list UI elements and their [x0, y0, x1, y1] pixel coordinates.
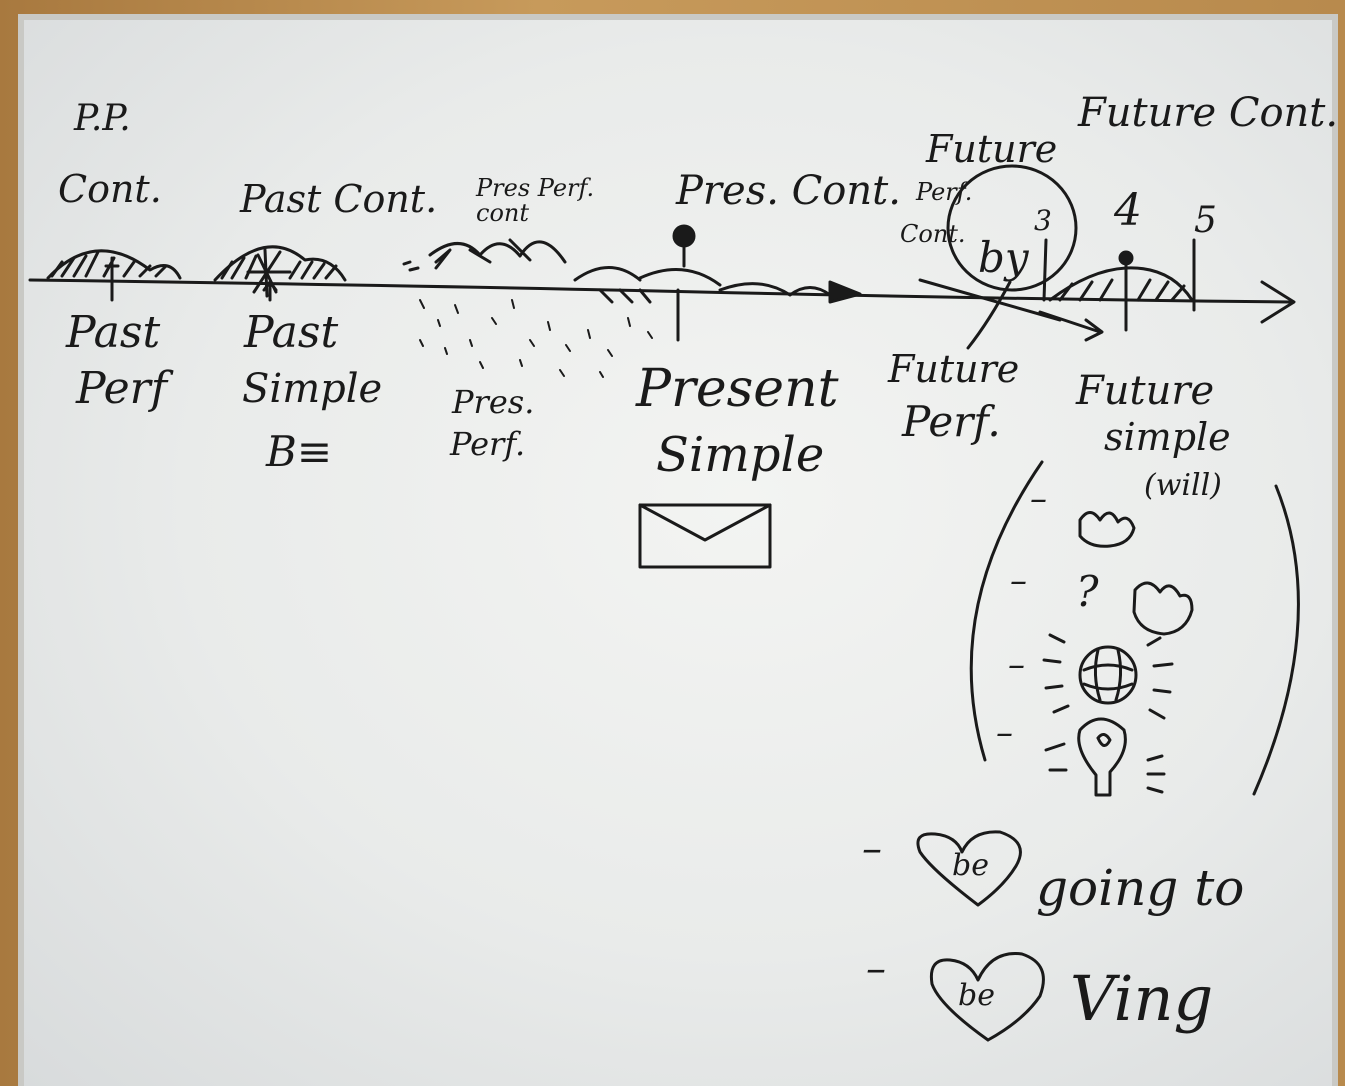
lightbulb-icon [1044, 717, 1166, 797]
label-past-perf-1: Past [66, 307, 161, 358]
label-future-perf-cont-3: Cont. [900, 220, 966, 248]
label-future-simple-2: simple [1104, 415, 1231, 459]
label-past-simple-1: Past [244, 307, 339, 358]
heart-be-2: be [958, 978, 995, 1013]
label-pp: P.P. [74, 98, 131, 139]
future-perf-cont-circle [946, 164, 1078, 292]
question-mark: ? [1076, 567, 1099, 616]
label-future-simple-1: Future [1076, 368, 1215, 414]
use-dash-3: – [1008, 645, 1025, 685]
mark-3 [1042, 238, 1048, 302]
label-pres-perf-cont: Pres Perf. cont [476, 174, 595, 228]
past-simple-star [246, 248, 292, 298]
label-pres-perf-1: Pres. [452, 383, 535, 421]
label-past-cont: Past Cont. [240, 177, 438, 221]
past-cont-hatch [213, 245, 347, 302]
mark-by: by [978, 233, 1029, 282]
label-pres-cont: Pres. Cont. [676, 168, 901, 214]
future-cont-hatch [1048, 266, 1194, 302]
use-dash-4: – [996, 713, 1013, 753]
ving-label: Ving [1070, 962, 1214, 1035]
label-pp-cont: Cont. [58, 167, 162, 211]
mark-4 [1118, 250, 1134, 332]
question-hand-icon [1132, 581, 1194, 636]
whiteboard-surface [18, 14, 1338, 1086]
label-past-perf-2: Perf [76, 363, 167, 414]
envelope-icon [638, 503, 772, 569]
mark-3-label: 3 [1034, 204, 1052, 237]
label-future-perf-1: Future [888, 347, 1020, 391]
going-to-label: going to [1036, 859, 1245, 917]
pres-cont-marker [598, 224, 862, 342]
form-dash-2: – [866, 946, 886, 992]
label-future-perf-cont-2: Perf. [916, 178, 973, 206]
form-dash-1: – [862, 826, 882, 872]
timeline-arrowhead [1260, 280, 1296, 324]
future-simple-bracket-left [969, 460, 1044, 762]
label-pres-perf-2: Perf. [450, 425, 526, 463]
label-future-perf-cont-1: Future [926, 127, 1058, 171]
future-simple-bracket-right [1252, 484, 1300, 796]
label-future-perf-2: Perf. [902, 397, 1001, 446]
pres-perf-dots [419, 299, 653, 378]
mark-5-label: 5 [1194, 200, 1217, 241]
label-present-simple-2: Simple [656, 427, 825, 483]
label-future-simple-will: (will) [1144, 468, 1222, 503]
crystal-ball-icon [1042, 633, 1174, 720]
pres-perf-cont-scribble [402, 238, 642, 282]
mark-4-label: 4 [1114, 185, 1142, 236]
label-present-simple-1: Present [636, 359, 839, 419]
future-perf-cross [918, 278, 1062, 350]
past-simple-icon: B≡ [266, 427, 333, 476]
pp-cont-hatch [46, 249, 182, 302]
label-past-simple-2: Simple [242, 366, 383, 412]
use-dash-1: – [1030, 479, 1047, 519]
heart-icon-1 [916, 830, 1022, 907]
label-future-cont: Future Cont. [1078, 90, 1339, 136]
hand-icon [1078, 511, 1136, 548]
use-dash-2: – [1010, 561, 1027, 601]
heart-be-1: be [952, 848, 989, 883]
heart-icon-2 [929, 952, 1045, 1042]
future-perf-arrow [1038, 310, 1104, 342]
